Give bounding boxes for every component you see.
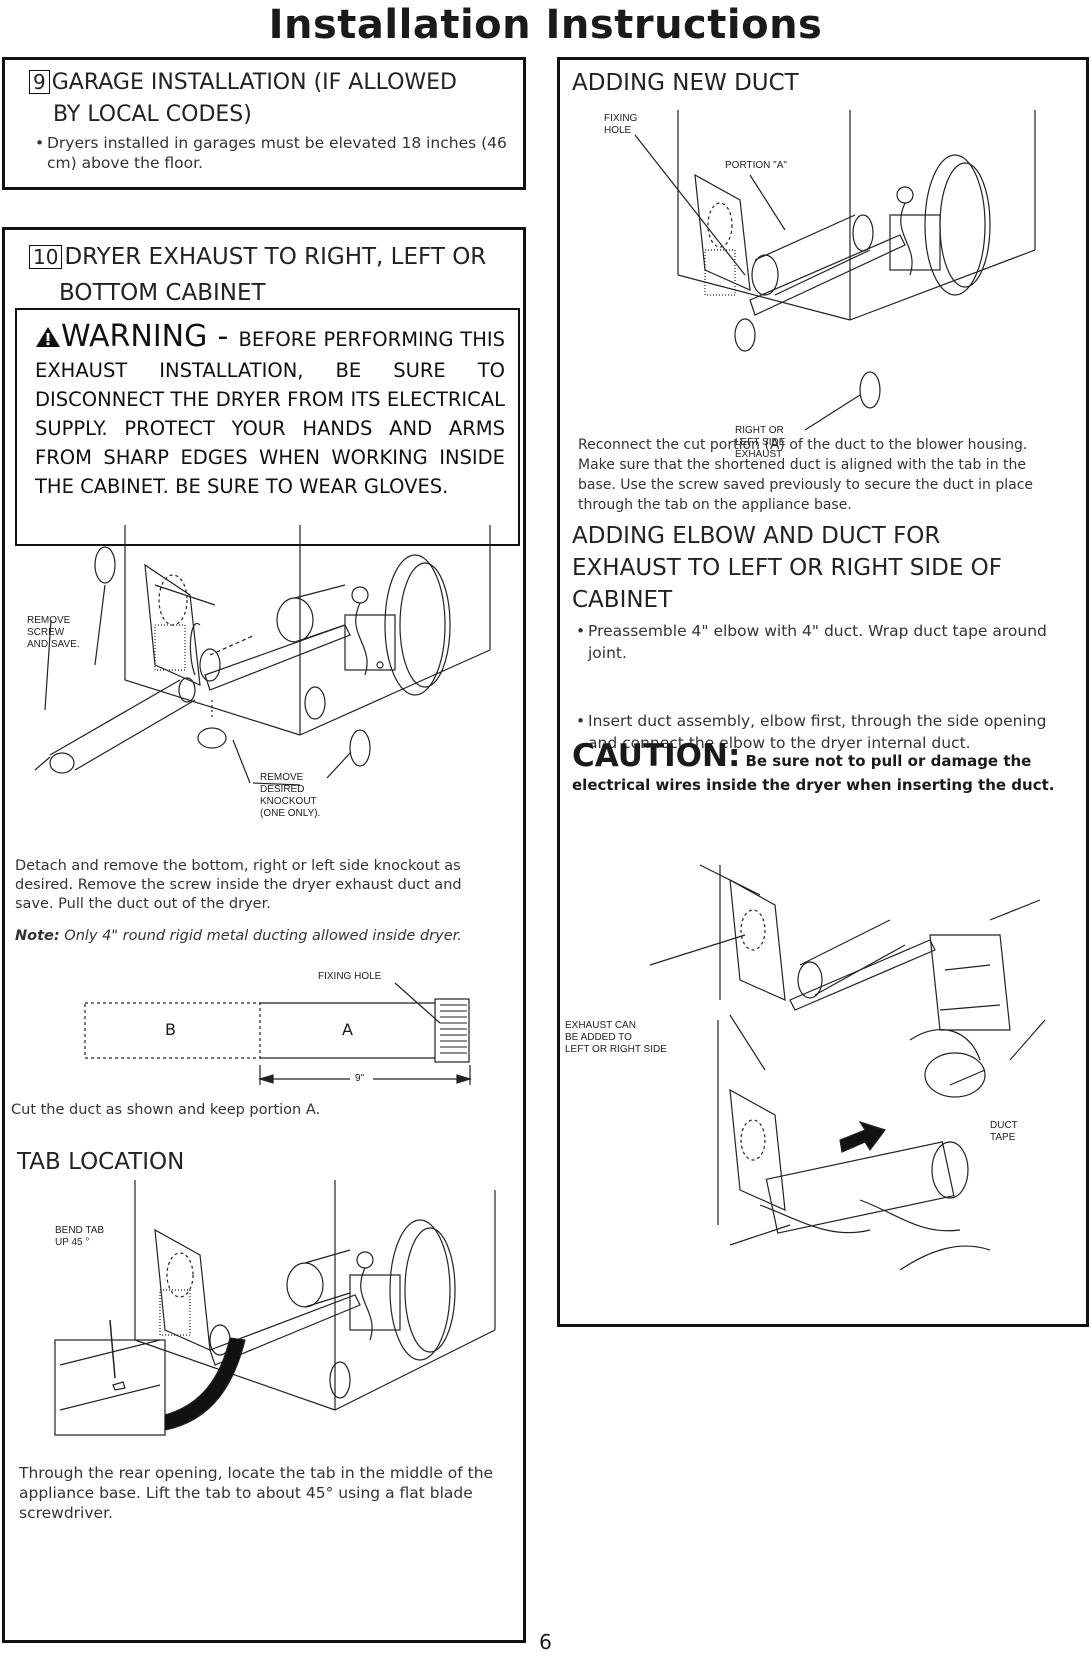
tab-text: Through the rear opening, locate the tab… [19,1464,494,1522]
label-b: B [165,1020,176,1039]
page-number: 6 [539,1630,552,1654]
warning-word: WARNING [61,319,208,354]
warning-triangle-icon [35,326,61,356]
label-remove-knockout: REMOVE [260,772,304,783]
label-duct-tape: DUCT [990,1120,1018,1131]
caution-word: CAUTION: [572,738,741,774]
detach-text: Detach and remove the bottom, right or l… [15,858,462,912]
adding-duct-text: Reconnect the cut portion (A) of the duc… [578,437,1034,513]
garage-heading-line2: BY LOCAL CODES) [53,102,252,127]
warning-box: WARNING - BEFORE PERFORMING THIS EXHAUST… [15,308,520,546]
cut-text: Cut the duct as shown and keep portion A… [11,1102,321,1118]
label-9-inch: 9" [355,1073,365,1084]
figure-adding-duct: FIXING HOLE PORTION "A" RIGHT OR LEFT SI… [570,105,1080,495]
figure-duct-cut: FIXING HOLE B A 9" [15,965,505,1095]
elbow-heading: ADDING ELBOW AND DUCT FOR EXHAUST TO LEF… [572,523,1003,613]
page-title: Installation Instructions [268,2,823,48]
garage-bullet: Dryers installed in garages must be elev… [33,133,527,173]
figure-tab-location: BEND TAB UP 45 ° [15,1180,515,1450]
elbow-bullet-1: Preassemble 4" elbow with 4" duct. Wrap … [574,620,1068,664]
label-exhaust-side: EXHAUST CAN [565,1020,636,1031]
label-fixing-hole-2: FIXING [604,113,638,124]
label-fixing-hole: FIXING HOLE [318,971,382,982]
label-a: A [342,1020,353,1039]
elbow-bullet-2: Insert duct assembly, elbow first, throu… [574,710,1068,754]
tab-location-heading: TAB LOCATION [17,1149,185,1175]
label-remove-screw: REMOVE [27,615,71,626]
step-number-9: 9 [29,70,50,94]
label-bend-tab: BEND TAB [55,1225,105,1236]
label-right-left-exhaust: RIGHT OR [735,425,784,436]
note-label: Note: [15,928,60,944]
right-panel: ADDING NEW DUCT FI [557,57,1089,1327]
warning-text: BEFORE PERFORMING THIS EXHAUST INSTALLAT… [35,328,505,498]
adding-duct-heading: ADDING NEW DUCT [572,70,799,96]
figure-elbow-duct: EXHAUST CAN BE ADDED TO LEFT OR RIGHT SI… [565,860,1080,1315]
exhaust-heading-line2: BOTTOM CABINET [59,280,266,306]
step-number-10: 10 [29,245,63,269]
caution-block: CAUTION: Be sure not to pull or damage t… [572,738,1055,794]
label-portion-a: PORTION "A" [725,160,787,171]
note: Note: Only 4" round rigid metal ducting … [15,928,462,944]
figure-remove-knockout: REMOVE SCREW AND SAVE. REMOVE DESIRED KN… [15,525,515,845]
